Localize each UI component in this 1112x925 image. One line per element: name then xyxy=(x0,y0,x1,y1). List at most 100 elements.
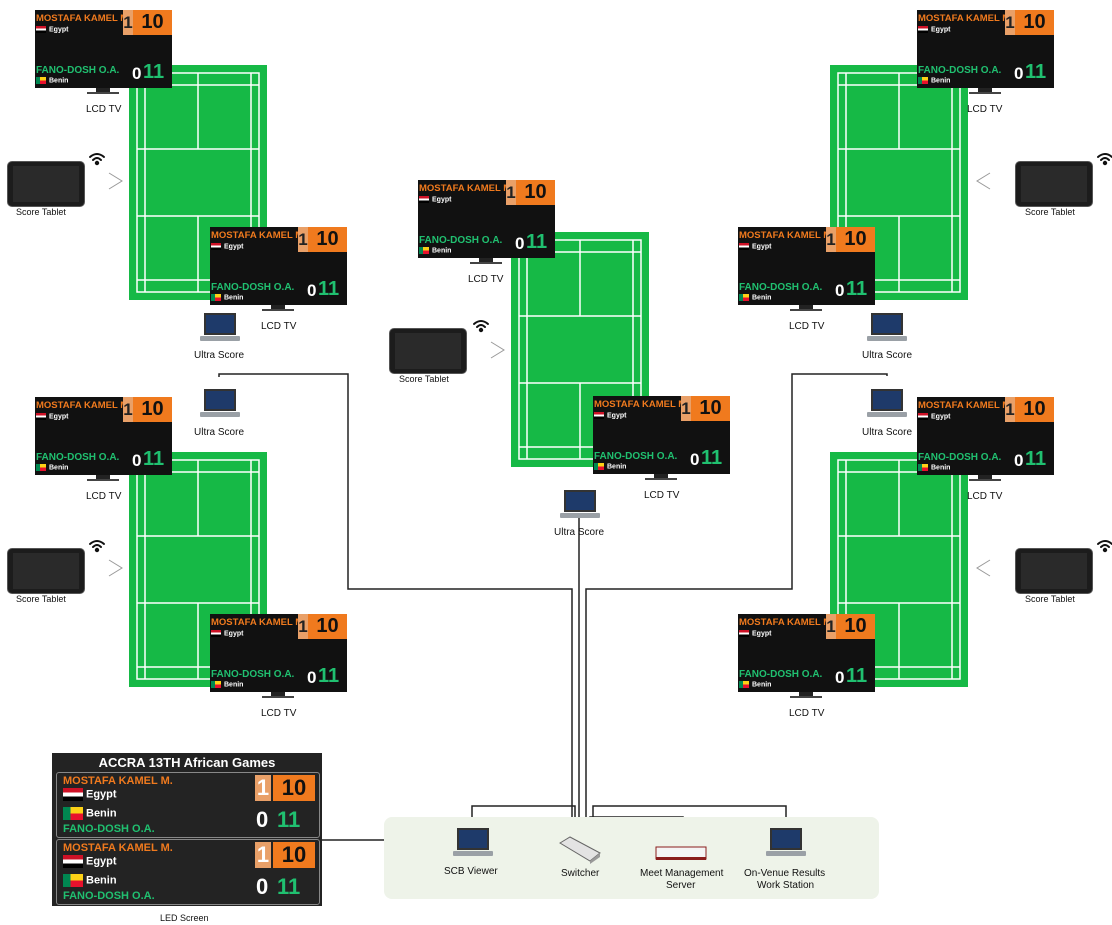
player1-name: MOSTAFA KAMEL M. xyxy=(739,617,834,628)
player1-points: 10 xyxy=(1015,397,1054,422)
egypt-flag-icon xyxy=(739,630,749,637)
scb-viewer-laptop-icon xyxy=(453,828,493,858)
player2-points: 11 xyxy=(701,447,723,469)
player2-name: FANO-DOSH O.A. xyxy=(419,235,503,246)
player1-name: MOSTAFA KAMEL M. xyxy=(918,400,1013,411)
player2-name: FANO-DOSH O.A. xyxy=(739,669,823,680)
laptop-icon xyxy=(867,389,907,419)
player1-country: Egypt xyxy=(36,413,68,420)
lcd-tv-label: LCD TV xyxy=(789,708,825,719)
laptop-icon xyxy=(867,313,907,343)
lcd-tv-label: LCD TV xyxy=(967,104,1003,115)
lcd-tv-label: LCD TV xyxy=(261,708,297,719)
player2-points: 11 xyxy=(277,874,301,899)
egypt-flag-icon xyxy=(36,26,46,33)
player2-points: 11 xyxy=(526,231,548,253)
lcd-tv: MOSTAFA KAMEL M. Egypt 1 10 FANO-DOSH O.… xyxy=(35,397,172,483)
player2-country: Benin xyxy=(918,464,950,471)
player1-set: 1 xyxy=(255,842,271,868)
player2-set: 0 xyxy=(690,450,700,469)
player1-points: 10 xyxy=(133,397,172,422)
egypt-flag-icon xyxy=(918,26,928,33)
signal-arrow-icon xyxy=(976,559,991,577)
player1-set: 1 xyxy=(826,227,836,252)
led-title: ACCRA 13TH African Games xyxy=(98,755,276,770)
player2-country: Benin xyxy=(63,874,117,887)
player2-country: Benin xyxy=(36,464,68,471)
player1-name: MOSTAFA KAMEL M. xyxy=(594,399,689,410)
player1-name: MOSTAFA KAMEL M. xyxy=(419,183,514,194)
lcd-tv: MOSTAFA KAMEL M. Egypt 1 10 FANO-DOSH O.… xyxy=(35,10,172,96)
player2-country: Benin xyxy=(419,247,451,254)
player2-points: 11 xyxy=(143,448,165,470)
player2-set: 0 xyxy=(307,281,317,300)
score-tablet xyxy=(7,548,85,594)
benin-flag-icon xyxy=(739,294,749,301)
player1-set: 1 xyxy=(123,397,133,422)
lcd-tv: MOSTAFA KAMEL M. Egypt 1 10 FANO-DOSH O.… xyxy=(917,10,1054,96)
player2-name: FANO-DOSH O.A. xyxy=(918,452,1002,463)
player1-points: 10 xyxy=(836,614,875,639)
player1-name: MOSTAFA KAMEL M. xyxy=(211,617,306,628)
led-screen: ACCRA 13TH African Games MOSTAFA KAMEL M… xyxy=(52,753,322,906)
lcd-tv: MOSTAFA KAMEL M. Egypt 1 10 FANO-DOSH O.… xyxy=(738,227,875,313)
player2-name: FANO-DOSH O.A. xyxy=(36,65,120,76)
player1-country: Egypt xyxy=(739,630,771,637)
switcher-label: Switcher xyxy=(561,868,600,879)
wifi-icon xyxy=(1097,153,1112,166)
meet-server-label-2: Server xyxy=(666,880,696,891)
egypt-flag-icon xyxy=(211,630,221,637)
player1-name: MOSTAFA KAMEL M. xyxy=(63,775,173,787)
player1-country: Egypt xyxy=(63,855,117,868)
player2-set: 0 xyxy=(835,668,845,687)
player1-points: 10 xyxy=(836,227,875,252)
wifi-icon xyxy=(89,540,105,553)
player1-points: 10 xyxy=(308,614,347,639)
benin-flag-icon xyxy=(63,807,83,820)
player2-country: Benin xyxy=(739,681,771,688)
player2-country: Benin xyxy=(594,463,626,470)
player2-set: 0 xyxy=(132,64,142,83)
led-match-block: MOSTAFA KAMEL M. Egypt Benin FANO-DOSH O… xyxy=(56,839,320,905)
player2-points: 11 xyxy=(1025,448,1047,470)
score-tablet xyxy=(1015,548,1093,594)
lcd-tv-label: LCD TV xyxy=(967,491,1003,502)
player1-points: 10 xyxy=(1015,10,1054,35)
ultra-score-label: Ultra Score xyxy=(862,427,913,438)
player2-name: FANO-DOSH O.A. xyxy=(211,669,295,680)
ultra-score-label: Ultra Score xyxy=(194,350,245,361)
player2-country: Benin xyxy=(918,77,950,84)
switcher-icon xyxy=(559,836,601,864)
egypt-flag-icon xyxy=(594,412,604,419)
player1-name: MOSTAFA KAMEL M. xyxy=(63,842,173,854)
player2-country: Benin xyxy=(36,77,68,84)
player1-country: Egypt xyxy=(36,26,68,33)
player2-points: 11 xyxy=(277,807,301,832)
player2-points: 11 xyxy=(846,665,868,687)
player1-name: MOSTAFA KAMEL M. xyxy=(918,13,1013,24)
egypt-flag-icon xyxy=(63,855,83,868)
laptop-icon xyxy=(200,389,240,419)
score-tablet-label: Score Tablet xyxy=(16,207,66,217)
player1-points: 10 xyxy=(133,10,172,35)
benin-flag-icon xyxy=(36,464,46,471)
egypt-flag-icon xyxy=(419,196,429,203)
lcd-tv-label: LCD TV xyxy=(261,321,297,332)
player2-name: FANO-DOSH O.A. xyxy=(594,451,678,462)
lcd-tv: MOSTAFA KAMEL M. Egypt 1 10 FANO-DOSH O.… xyxy=(210,227,347,313)
player1-points: 10 xyxy=(273,842,315,868)
player1-set: 1 xyxy=(826,614,836,639)
player2-points: 11 xyxy=(318,278,340,300)
player2-set: 0 xyxy=(1014,451,1024,470)
player1-set: 1 xyxy=(255,775,271,801)
led-match-block: MOSTAFA KAMEL M. Egypt Benin FANO-DOSH O… xyxy=(56,772,320,838)
ultra-score-label: Ultra Score xyxy=(554,527,605,538)
wifi-icon xyxy=(89,153,105,166)
egypt-flag-icon xyxy=(63,788,83,801)
led-screen-label: LED Screen xyxy=(160,913,209,923)
benin-flag-icon xyxy=(211,681,221,688)
player2-country: Benin xyxy=(63,807,117,820)
player1-set: 1 xyxy=(1005,10,1015,35)
player1-country: Egypt xyxy=(211,630,243,637)
score-tablet xyxy=(389,328,467,374)
